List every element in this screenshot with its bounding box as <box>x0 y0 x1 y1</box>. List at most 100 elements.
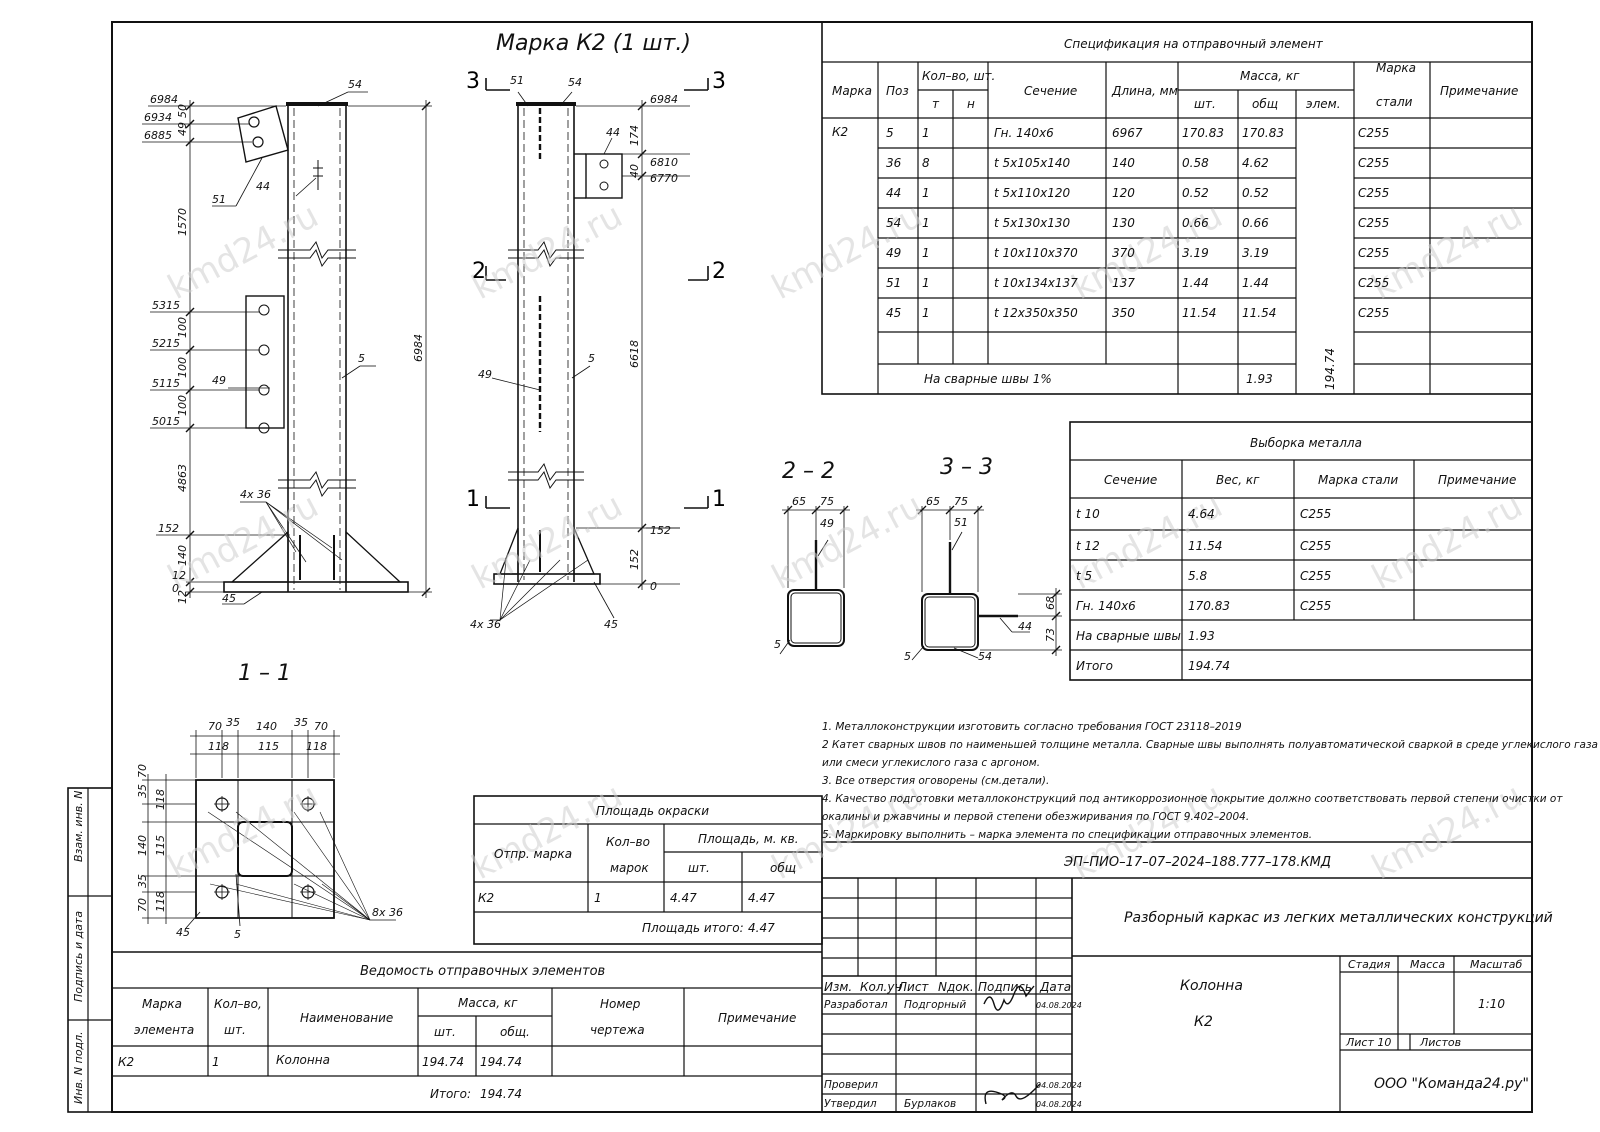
spec-cell-poz: 5 <box>886 126 894 140</box>
svg-text:194.74: 194.74 <box>480 1055 522 1069</box>
note-line: или смеси углекислого газа с аргоном. <box>822 757 1040 769</box>
metal-cell-steel: С255 <box>1300 507 1331 521</box>
svg-text:1: 1 <box>594 891 602 905</box>
spec-cell-poz: 51 <box>886 276 901 290</box>
svg-text:Площадь, м. кв.: Площадь, м. кв. <box>698 832 799 846</box>
svg-text:12: 12 <box>172 569 186 582</box>
svg-text:3 – 3: 3 – 3 <box>940 455 993 480</box>
svg-text:На сварные швы: На сварные швы <box>1076 629 1181 643</box>
section-1-1 <box>142 730 396 929</box>
svg-text:75: 75 <box>820 495 834 508</box>
spec-cell-steel: С255 <box>1358 216 1389 230</box>
svg-text:Площадь итого:: Площадь итого: <box>642 921 744 935</box>
elevation-right <box>485 78 709 621</box>
svg-text:49: 49 <box>176 122 189 136</box>
svg-text:Утвердил: Утвердил <box>824 1098 877 1110</box>
svg-text:152: 152 <box>650 524 671 537</box>
stamp-grid <box>822 841 1532 1112</box>
svg-text:Лист: Лист <box>897 980 929 994</box>
shipping-list-table: Ведомость отправочных элементов Марка эл… <box>118 964 796 1101</box>
watermark: kmd24.ru <box>161 776 325 888</box>
svg-text:3: 3 <box>466 69 480 94</box>
metal-cell-section: t 12 <box>1076 539 1100 553</box>
svg-text:0: 0 <box>650 580 657 593</box>
svg-text:Кол–во,: Кол–во, <box>214 997 262 1011</box>
svg-text:44: 44 <box>606 126 620 139</box>
metal-table-footer: На сварные швы 1.93 Итого 194.74 <box>1076 629 1230 673</box>
svg-text:73: 73 <box>1044 628 1057 642</box>
svg-text:Кол–во: Кол–во <box>606 835 650 849</box>
svg-text:140: 140 <box>256 720 277 733</box>
svg-text:общ.: общ. <box>500 1025 530 1039</box>
svg-text:4х 36: 4х 36 <box>470 618 501 631</box>
svg-text:118: 118 <box>208 740 229 753</box>
spec-cell-steel: С255 <box>1358 186 1389 200</box>
note-line: 1. Металлоконструкции изготовить согласн… <box>822 721 1242 733</box>
svg-text:Подпись и дата: Подпись и дата <box>72 911 85 1002</box>
svg-text:Кол.уч: Кол.уч <box>860 980 902 994</box>
note-line: 5. Маркировку выполнить – марка элемента… <box>822 829 1312 841</box>
svg-text:Примечание: Примечание <box>718 1011 796 1025</box>
project-name: Разборный каркас из легких металлических… <box>1124 910 1553 926</box>
spec-cell-steel: С255 <box>1358 126 1389 140</box>
svg-text:100: 100 <box>176 357 189 378</box>
svg-text:Итого: Итого <box>1076 659 1113 673</box>
svg-text:Масса, кг: Масса, кг <box>1240 69 1300 83</box>
svg-text:Подпись: Подпись <box>978 980 1032 994</box>
note-line: 3. Все отверстия оговорены (см.детали). <box>822 775 1049 787</box>
svg-text:2: 2 <box>712 259 726 284</box>
svg-text:194.74: 194.74 <box>480 1087 522 1101</box>
watermark: kmd24.ru <box>765 486 929 598</box>
spec-cell-mass-total: 4.62 <box>1242 156 1269 170</box>
svg-text:Изм.: Изм. <box>824 980 852 994</box>
svg-text:К2: К2 <box>832 125 848 139</box>
watermark: kmd24.ru <box>465 776 629 888</box>
svg-text:Примечание: Примечание <box>1438 473 1516 487</box>
metal-cell-section: t 10 <box>1076 507 1100 521</box>
spec-cell-mass-total: 0.52 <box>1242 186 1269 200</box>
svg-text:118: 118 <box>154 789 167 810</box>
spec-cell-section: t 5х130х130 <box>994 216 1071 230</box>
note-line: окалины и ржавчины и первой степени обез… <box>822 811 1249 823</box>
svg-text:5215: 5215 <box>152 337 180 350</box>
spec-cell-qty: 1 <box>922 126 930 140</box>
metal-cell-section: t 5 <box>1076 569 1092 583</box>
svg-text:04.08.2024: 04.08.2024 <box>1036 1100 1082 1109</box>
side-strip <box>67 787 113 1113</box>
spec-cell-mass-total: 0.66 <box>1242 216 1269 230</box>
metal-table: Выборка металла Сечение Вес, кг Марка ст… <box>1104 436 1516 487</box>
svg-text:элемента: элемента <box>134 1023 194 1037</box>
spec-cell-mass-unit: 11.54 <box>1182 306 1216 320</box>
spec-cell-poz: 54 <box>886 216 901 230</box>
ship-table-grid <box>112 852 823 1112</box>
spec-cell-section: t 5х110х120 <box>994 186 1071 200</box>
paint-area-table: Площадь окраски Отпр. марка Кол–во марок… <box>478 804 799 935</box>
svg-text:5: 5 <box>774 638 781 651</box>
svg-text:54: 54 <box>978 650 992 663</box>
svg-text:4х 36: 4х 36 <box>240 488 271 501</box>
svg-text:45: 45 <box>604 618 618 631</box>
svg-text:Поз: Поз <box>886 84 909 98</box>
svg-text:элем.: элем. <box>1306 97 1341 111</box>
svg-text:5: 5 <box>588 352 595 365</box>
svg-text:Вес, кг: Вес, кг <box>1216 473 1260 487</box>
section-marks: 3 3 2 2 1 1 <box>466 69 726 512</box>
svg-text:35: 35 <box>294 716 308 729</box>
svg-text:35: 35 <box>136 784 149 798</box>
svg-text:Итого:: Итого: <box>430 1087 471 1101</box>
spec-cell-section: Гн. 140х6 <box>994 126 1054 140</box>
svg-text:51: 51 <box>212 193 226 206</box>
spec-cell-qty: 1 <box>922 306 930 320</box>
spec-cell-section: t 12х350х350 <box>994 306 1078 320</box>
svg-text:Подгорный: Подгорный <box>904 999 966 1011</box>
svg-text:1: 1 <box>212 1055 220 1069</box>
svg-text:1.93: 1.93 <box>1246 372 1273 386</box>
svg-text:70: 70 <box>314 720 328 733</box>
svg-text:2: 2 <box>472 259 486 284</box>
section-3-3 <box>911 505 1062 661</box>
spec-cell-mass-unit: 3.19 <box>1182 246 1209 260</box>
svg-text:Масса, кг: Масса, кг <box>458 996 518 1010</box>
spec-cell-poz: 45 <box>886 306 901 320</box>
